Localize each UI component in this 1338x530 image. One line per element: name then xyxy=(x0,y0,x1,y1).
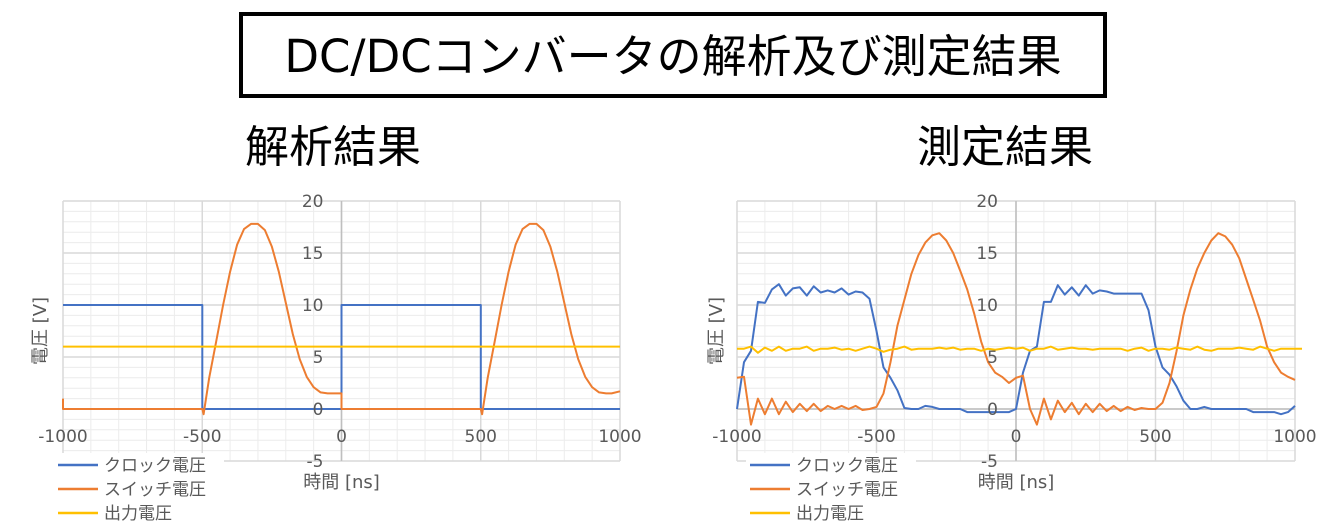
series-line-output xyxy=(737,345,1302,354)
legend-label-clock: クロック電圧 xyxy=(796,456,898,476)
x-tick-label: 500 xyxy=(465,427,497,447)
x-tick-label: 0 xyxy=(336,427,347,447)
x-tick-label: 0 xyxy=(1011,427,1022,447)
y-tick-label: 5 xyxy=(313,348,324,368)
title-box-border xyxy=(239,12,1107,98)
series-line-switch xyxy=(736,232,1296,426)
legend-label-clock: クロック電圧 xyxy=(104,456,206,476)
y-tick-label: 15 xyxy=(976,244,998,264)
y-tick-label: -5 xyxy=(981,452,998,472)
y-tick-label: 10 xyxy=(302,296,324,316)
legend-label-switch: スイッチ電圧 xyxy=(796,480,898,500)
analysis-chart: -1000 -500 0 500 1000 -5 0 5 10 15 20 時間 [ns] 電圧 [V]… xyxy=(30,192,642,525)
chart-title-analysis: 解析結果 xyxy=(245,122,421,173)
x-tick-label: 1000 xyxy=(598,427,641,447)
y-tick-label: 15 xyxy=(302,244,324,264)
chart-title-measurement: 測定結果 xyxy=(917,122,1093,173)
page-title: DC/DCコンバータの解析及び測定結果 xyxy=(284,30,1061,83)
y-tick-label: 0 xyxy=(987,400,998,420)
y-tick-label: 5 xyxy=(987,348,998,368)
x-tick-label: -500 xyxy=(183,427,222,447)
x-tick-label: 500 xyxy=(1139,427,1171,447)
x-axis-title: 時間 [ns] xyxy=(978,472,1055,493)
y-tick-label: 20 xyxy=(302,192,324,212)
measurement-chart: -1000 -500 0 500 1000 -5 0 5 10 15 20 時間 [ns] 電圧 [V]… xyxy=(706,192,1317,525)
y-tick-label: 10 xyxy=(976,296,998,316)
y-axis-title: 電圧 [V] xyxy=(30,297,51,365)
x-axis-title: 時間 [ns] xyxy=(303,472,380,493)
y-tick-label: 20 xyxy=(976,192,998,212)
x-tick-label: -1000 xyxy=(712,427,761,447)
x-tick-label: 1000 xyxy=(1273,427,1316,447)
legend-label-switch: スイッチ電圧 xyxy=(104,480,206,500)
series-line-clock xyxy=(736,283,1296,416)
legend-label-output: 出力電圧 xyxy=(796,504,864,524)
legend-label-output: 出力電圧 xyxy=(104,504,172,524)
y-tick-label: -5 xyxy=(307,452,324,472)
series-line-switch xyxy=(62,222,621,416)
y-axis-title: 電圧 [V] xyxy=(706,297,727,365)
series-line-clock xyxy=(63,304,620,410)
x-tick-label: -500 xyxy=(857,427,896,447)
x-tick-label: -1000 xyxy=(38,427,87,447)
title-box: DC/DCコンバータの解析及び測定結果 xyxy=(239,12,1107,98)
y-tick-label: 0 xyxy=(313,400,324,420)
